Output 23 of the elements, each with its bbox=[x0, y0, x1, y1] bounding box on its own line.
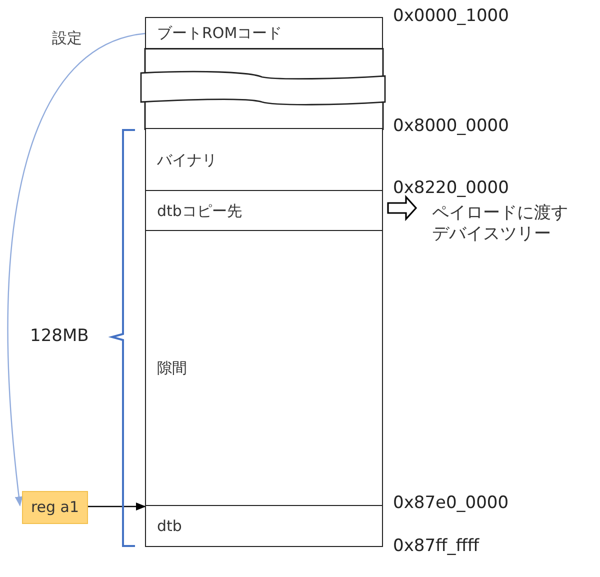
block-arrow bbox=[387, 194, 418, 222]
memory-region bbox=[145, 17, 383, 50]
node-text: ペイロードに渡すデバイスツリー bbox=[432, 203, 568, 244]
memory-region bbox=[145, 230, 383, 507]
address-label: 0x87e0_0000 bbox=[393, 493, 509, 513]
memory-region bbox=[145, 505, 383, 547]
register-box bbox=[22, 491, 88, 524]
edge-label: 設定 bbox=[52, 29, 82, 48]
node-text: 隙間 bbox=[157, 359, 187, 378]
arrow bbox=[88, 502, 146, 510]
address-label: 0x8000_0000 bbox=[393, 116, 509, 136]
address-label: 0x8220_0000 bbox=[393, 178, 509, 198]
memory-region bbox=[145, 190, 383, 232]
node-text: dtb bbox=[157, 516, 182, 536]
node-text: dtbコピー先 bbox=[157, 202, 242, 220]
node-text: ブートROMコード bbox=[157, 24, 282, 43]
memory-region bbox=[145, 128, 383, 192]
node-text: reg a1 bbox=[30, 498, 80, 517]
arrow bbox=[7, 32, 146, 506]
size-label: 128MB bbox=[30, 326, 89, 346]
node-text: バイナリ bbox=[157, 150, 217, 170]
address-label: 0x0000_1000 bbox=[393, 6, 509, 26]
address-label: 0x87ff_ffff bbox=[393, 536, 480, 556]
